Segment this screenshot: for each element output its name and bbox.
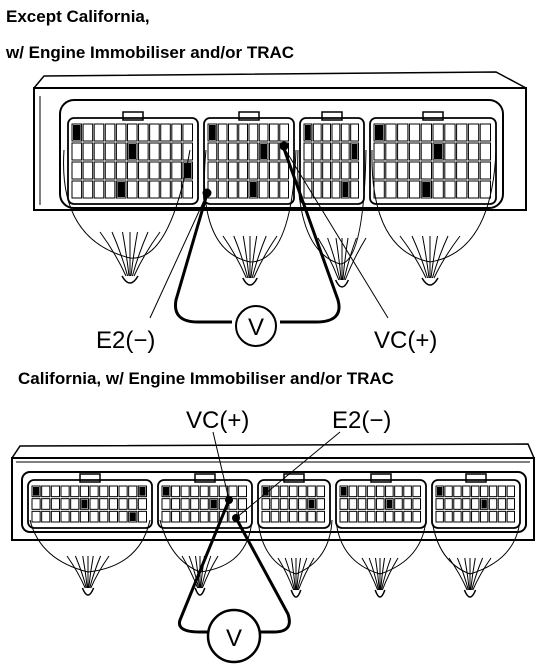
top-voltmeter-icon: V — [235, 305, 277, 347]
top-connector-3-icon — [299, 111, 365, 205]
bottom-harness-bundle-5 — [448, 557, 492, 598]
bottom-harness-bundle-2 — [181, 555, 219, 596]
top-figure: Except California, w/ Engine Immobiliser… — [5, 7, 527, 354]
top-vc-leader-line — [282, 145, 389, 319]
top-wire-harness — [63, 149, 497, 288]
bottom-connector-block — [21, 471, 527, 533]
bottom-voltmeter-symbol: V — [226, 625, 242, 652]
bottom-vc-label: VC(+) — [186, 407, 249, 434]
top-title-line1: Except California, — [6, 7, 150, 26]
bottom-harness-bundle-4 — [361, 557, 399, 598]
bottom-vc-leader-line — [212, 431, 230, 501]
top-connector-4-icon — [369, 111, 497, 205]
bottom-title: California, w/ Engine Immobiliser and/or… — [18, 369, 394, 388]
top-connector-2-icon — [203, 111, 295, 205]
bottom-figure: California, w/ Engine Immobiliser and/or… — [11, 369, 535, 664]
top-voltmeter-symbol: V — [248, 314, 264, 341]
top-harness-bundle-4 — [399, 235, 461, 286]
bottom-ecu-housing — [11, 443, 535, 541]
bottom-connector-4-icon — [335, 473, 427, 529]
bottom-e2-label: E2(−) — [332, 407, 391, 434]
bottom-connector-group — [27, 473, 521, 529]
top-harness-bundle-1 — [99, 231, 161, 284]
bottom-connector-2-icon — [157, 473, 253, 529]
top-connector-group — [67, 111, 497, 205]
bottom-connector-5-icon — [431, 473, 521, 529]
bottom-harness-bundle-1 — [66, 555, 110, 596]
top-harness-bundle-3 — [317, 237, 367, 288]
top-harness-bundle-2 — [222, 235, 278, 286]
bottom-harness-bundle-3 — [277, 557, 315, 598]
top-e2-leader-line — [149, 193, 208, 319]
bottom-connector-1-icon — [27, 473, 153, 529]
top-ecu-housing — [33, 71, 527, 211]
top-e2-label: E2(−) — [96, 327, 155, 354]
top-connector-block — [59, 99, 504, 209]
bottom-e2-leader-line — [235, 431, 341, 519]
top-vc-label: VC(+) — [374, 327, 437, 354]
top-connector-1-icon — [67, 111, 199, 205]
top-probe-leads — [149, 141, 389, 324]
bottom-voltmeter-icon: V — [206, 608, 262, 664]
top-title-line2: w/ Engine Immobiliser and/or TRAC — [5, 43, 294, 62]
top-e2-probe-tip-icon — [202, 188, 212, 198]
bottom-vc-probe-tip-icon — [225, 496, 233, 504]
bottom-e2-probe-tip-icon — [232, 514, 240, 522]
bottom-connector-3-icon — [257, 473, 331, 529]
bottom-probe-leads — [177, 431, 341, 634]
top-vc-probe-tip-icon — [279, 141, 289, 151]
